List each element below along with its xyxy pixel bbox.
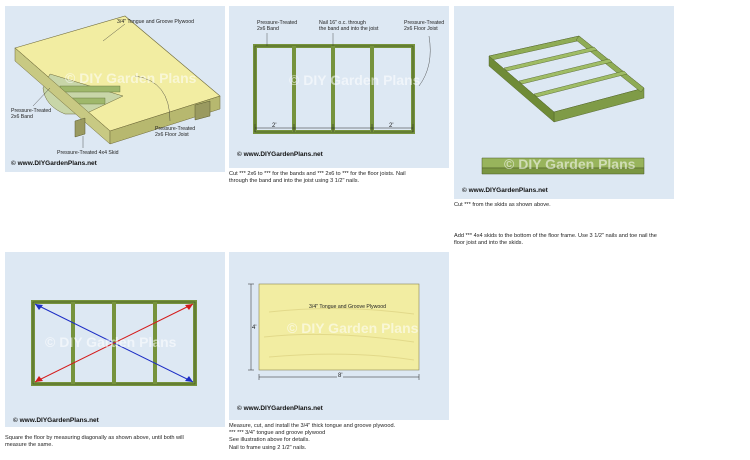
panel-square-diagonal: © DIY Garden Plans © www.DIYGardenPlans.… [5,252,225,427]
panel-frame-plan: Pressure-Treated 2x6 Band Nail 16" o.c. … [229,6,449,168]
panel-plywood-sheet: 3/4" Tongue and Groove Plywood 4' 8' © D… [229,252,449,420]
label-joist: Pressure-Treated 2x6 Floor Joist [404,20,445,32]
caption-panel5: Measure, cut, and install the 3/4" thick… [229,423,396,451]
label-band: Pressure-Treated 2x6 Band [11,108,52,120]
floor-3d-illustration [14,15,221,148]
watermark: © DIY Garden Plans [287,320,419,336]
label-joist: Pressure-Treated 2x6 Floor Joist [155,126,196,138]
caption-panel4: Square the floor by measuring diagonally… [5,435,184,449]
caption-panel3: Cut *** from the skids as shown above. [454,202,551,208]
watermark: © DIY Garden Plans [504,156,636,172]
dim-left: 2' [272,123,277,129]
panel-frame-3d: © DIY Garden Plans © www.DIYGardenPlans.… [454,6,674,199]
plywood-sheet-illustration [248,283,420,380]
caption-panel3-skids: Add *** 4x4 skids to the bottom of the f… [454,233,657,247]
watermark: © DIY Garden Plans [289,72,421,88]
frame-3d-illustration [481,35,645,175]
dim-right: 2' [389,123,394,129]
label-band: Pressure-Treated 2x6 Band [257,20,298,32]
dim-bottom: 8' [337,373,344,379]
copyright: © www.DIYGardenPlans.net [11,160,97,167]
caption-panel2: Cut *** 2x6 to *** for the bands and ***… [229,171,406,185]
dim-side: 4' [252,325,257,331]
label-skid: Pressure-Treated 4x4 Skid [57,150,119,156]
label-plywood: 3/4" Tongue and Groove Plywood [309,304,387,310]
watermark: © DIY Garden Plans [45,334,177,350]
copyright: © www.DIYGardenPlans.net [237,151,323,158]
panel-floor-3d: © DIY Garden Plans 3/4" Tongue and Groov… [5,6,225,172]
frame-plan-illustration [253,33,431,134]
copyright: © www.DIYGardenPlans.net [462,187,548,194]
label-plywood: 3/4" Tongue and Groove Plywood [117,19,195,25]
label-nails: Nail 16" o.c. through the band and into … [319,20,379,32]
copyright: © www.DIYGardenPlans.net [237,405,323,412]
watermark: © DIY Garden Plans [65,70,197,86]
square-frame-illustration [31,300,197,386]
copyright: © www.DIYGardenPlans.net [13,417,99,424]
